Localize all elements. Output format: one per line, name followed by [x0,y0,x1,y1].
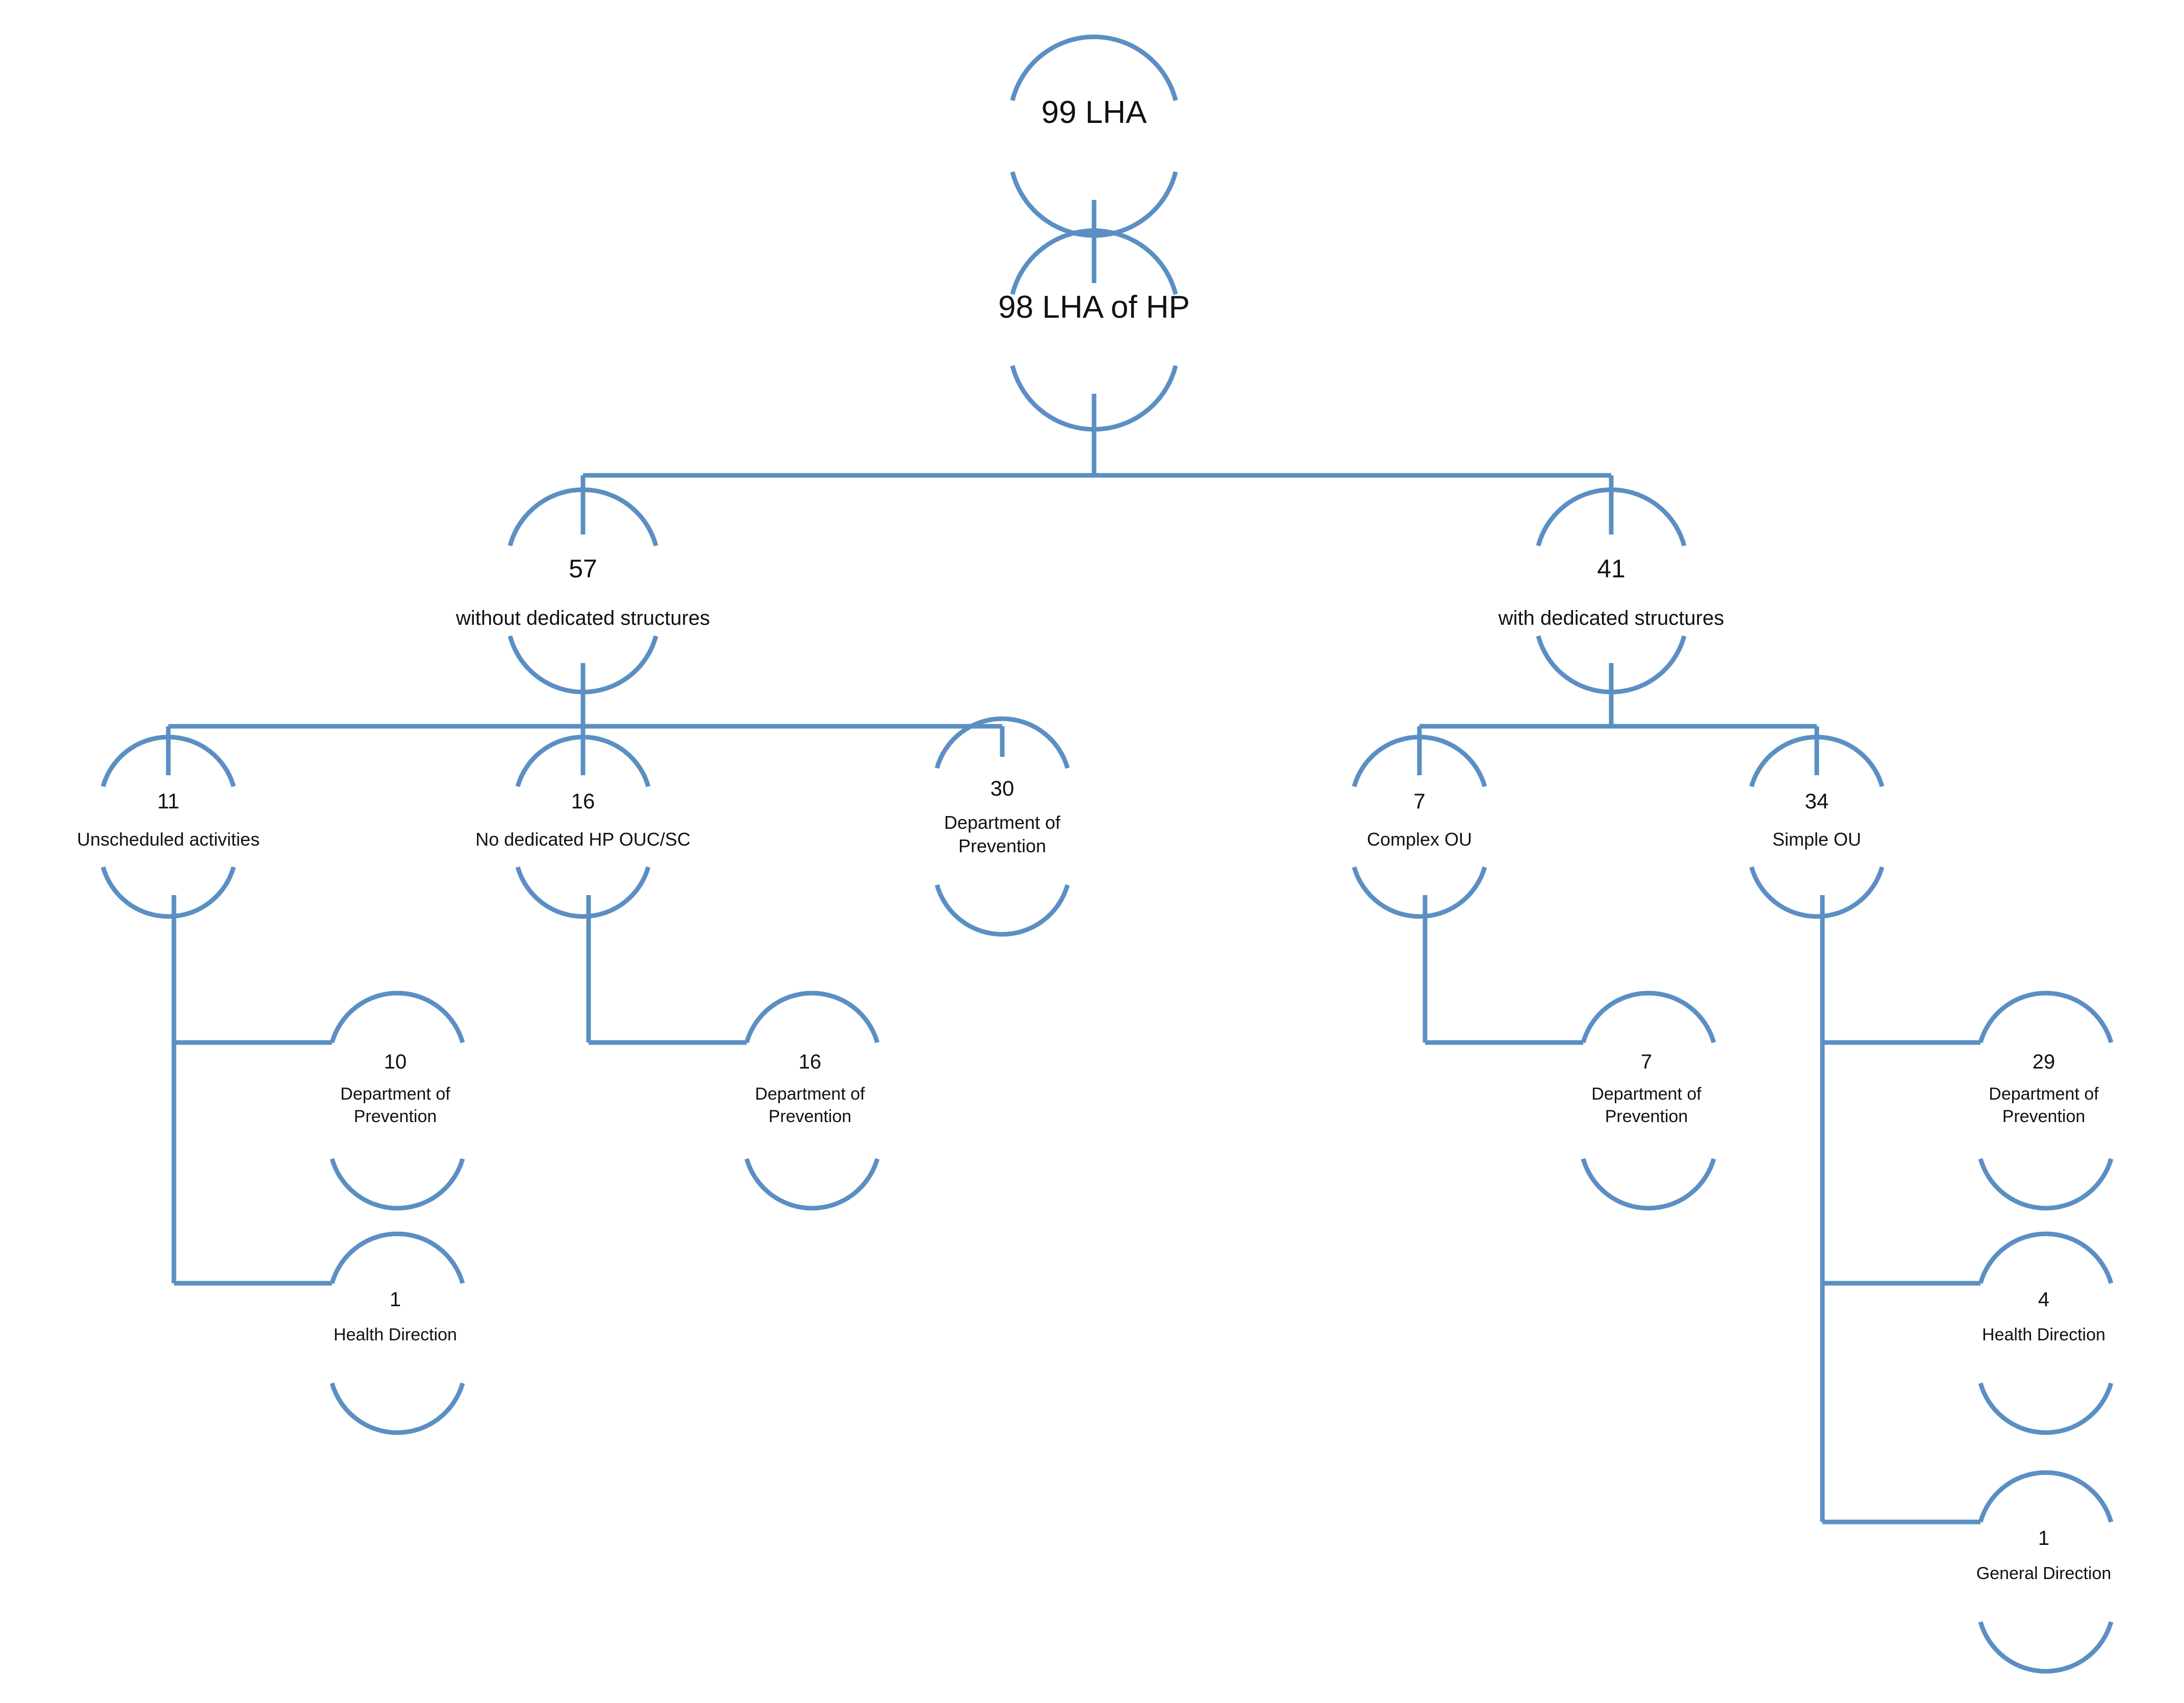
node-arc-generaldir1-bottom [1978,1621,2114,1674]
node-healthdir4-count: 4 [2038,1288,2050,1311]
node-root-count-label: 99 LHA [1041,95,1147,130]
node-depprev16-count: 16 [798,1051,822,1073]
node-arc-generaldir1-top [1978,1470,2114,1523]
node-depprev30-count: 30 [990,776,1014,800]
node-arc-without-top [507,487,658,547]
node-arc-unscheduled-bottom [100,866,236,919]
node-depprev10-count: 10 [384,1051,407,1073]
node-simple-ou[interactable]: 34 Simple OU [1638,791,1995,849]
node-arc-simpleou-bottom [1749,866,1885,919]
node-department-of-prevention-30[interactable]: 30 Department of Prevention [875,778,1130,855]
node-arc-complexou-bottom [1352,866,1487,919]
node-no-dedicated-hp-ouc-sc[interactable]: 16 No dedicated HP OUC/SC [404,791,761,849]
node-arc-healthdir1-top [329,1231,465,1284]
node-arc-depprev10-bottom [329,1158,465,1211]
node-generaldir1-count: 1 [2038,1527,2050,1549]
node-depprev29-label-line1: Department of [1989,1084,2099,1104]
node-with-label: with dedicated structures [1498,607,1724,629]
node-arc-healthdir1-bottom [329,1382,465,1435]
node-health-direction-1[interactable]: 1 Health Direction [268,1289,523,1343]
node-simpleou-count: 34 [1805,789,1829,813]
node-arc-depprev29-bottom [1978,1158,2114,1211]
node-arc-depprev16-top [744,990,880,1044]
node-arc-simpleou-top [1749,734,1885,787]
node-arc-depprev30-bottom [934,884,1070,937]
node-arc-nodedicated-bottom [515,866,651,919]
node-unscheduled-count: 11 [157,789,180,813]
node-arc-with-top [1536,487,1687,547]
node-nodedicated-count: 16 [571,789,595,813]
node-depprev30-label-line1: Department of [944,812,1061,833]
node-department-of-prevention-29[interactable]: 29 Department of Prevention [1916,1052,2171,1125]
node-generaldir1-label: General Direction [1976,1564,2112,1583]
node-department-of-prevention-16[interactable]: 16 Department of Prevention [682,1052,937,1125]
node-depprev16-label-line2: Prevention [768,1107,852,1126]
node-depprev10-label-line2: Prevention [353,1107,437,1126]
node-without-dedicated-structures[interactable]: 57 without dedicated structures [379,556,787,628]
node-arc-depprev7-bottom [1581,1158,1716,1211]
node-simpleou-label: Simple OU [1772,829,1862,850]
node-arc-unscheduled-top [100,734,236,787]
node-arc-complexou-top [1352,734,1487,787]
node-depprev7-label-line2: Prevention [1605,1107,1688,1126]
node-department-of-prevention-10[interactable]: 10 Department of Prevention [268,1052,523,1125]
node-without-count: 57 [569,554,597,583]
node-arc-nodedicated-top [515,734,651,787]
node-unscheduled-label: Unscheduled activities [77,829,260,850]
node-arc-depprev16-bottom [744,1158,880,1211]
node-healthdir4-label: Health Direction [1982,1325,2105,1344]
node-complexou-label: Complex OU [1366,829,1472,850]
node-complexou-count: 7 [1413,789,1426,813]
node-general-direction-1[interactable]: 1 General Direction [1916,1528,2171,1582]
node-arc-depprev30-top [934,716,1070,769]
node-without-label: without dedicated structures [455,607,710,629]
node-health-direction-4[interactable]: 4 Health Direction [1916,1289,2171,1343]
node-lha-of-hp[interactable]: 98 LHA of HP [961,292,1227,323]
node-arc-without-bottom [507,635,658,695]
node-department-of-prevention-7[interactable]: 7 Department of Prevention [1519,1052,1774,1125]
node-arc-hp-top [1010,228,1178,295]
node-unscheduled-activities[interactable]: 11 Unscheduled activities [0,791,347,849]
node-arc-hp-bottom [1010,365,1178,432]
node-arc-with-bottom [1536,635,1687,695]
node-arc-depprev29-top [1978,990,2114,1044]
node-nodedicated-label: No dedicated HP OUC/SC [475,829,691,850]
node-complex-ou[interactable]: 7 Complex OU [1241,791,1598,849]
node-depprev29-count: 29 [2032,1051,2055,1073]
node-root-lha[interactable]: 99 LHA [961,97,1227,129]
node-arc-root-top [1010,34,1178,101]
node-arc-depprev10-top [329,990,465,1044]
node-depprev29-label-line2: Prevention [2002,1107,2086,1126]
node-arc-healthdir4-top [1978,1231,2114,1284]
node-arc-depprev7-top [1581,990,1716,1044]
node-arc-root-bottom [1010,171,1178,238]
node-depprev7-label-line1: Department of [1591,1084,1702,1104]
node-depprev30-label-line2: Prevention [958,835,1047,856]
node-arc-healthdir4-bottom [1978,1382,2114,1435]
node-with-count: 41 [1597,554,1626,583]
node-depprev7-count: 7 [1640,1051,1653,1073]
node-depprev10-label-line1: Department of [340,1084,450,1104]
node-with-dedicated-structures[interactable]: 41 with dedicated structures [1407,556,1815,628]
node-healthdir1-count: 1 [389,1288,401,1311]
node-depprev16-label-line1: Department of [755,1084,865,1104]
node-hp-count-label: 98 LHA of HP [998,290,1190,325]
node-healthdir1-label: Health Direction [334,1325,457,1344]
